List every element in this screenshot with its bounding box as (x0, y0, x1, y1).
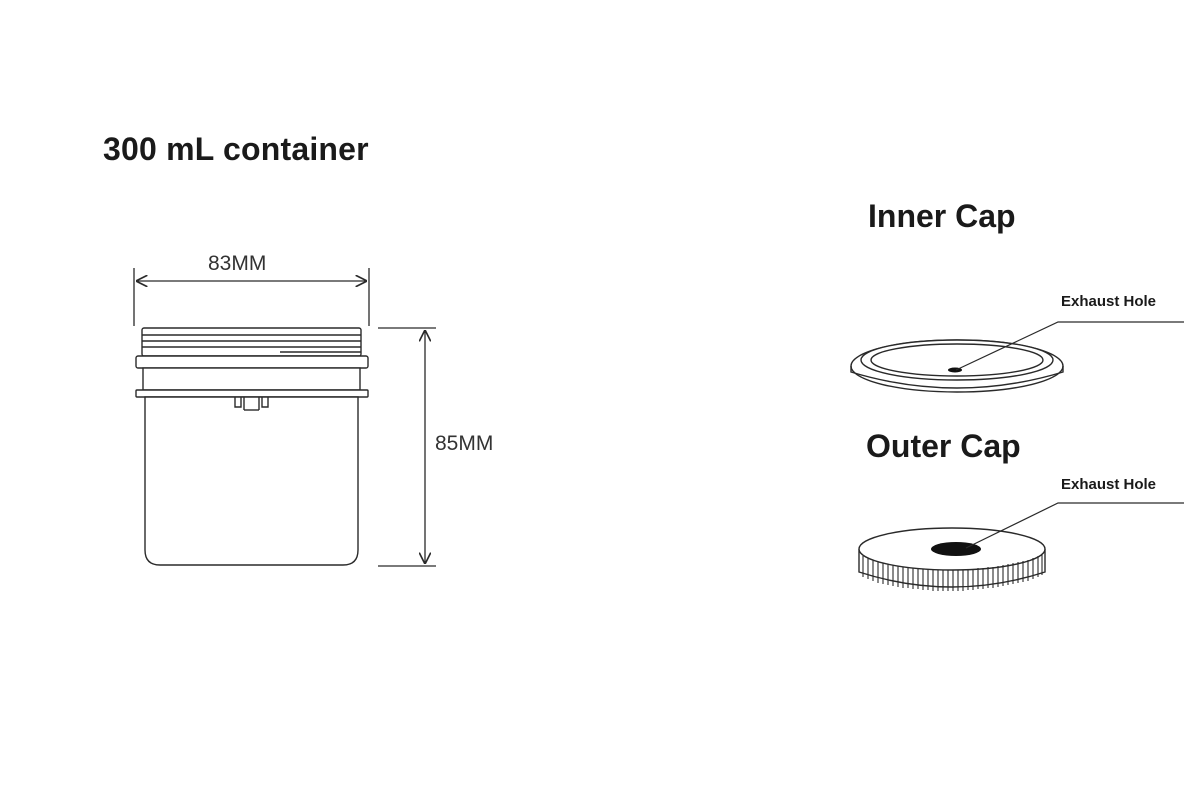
outer-cap-drawing (858, 527, 1046, 591)
inner-cap-exhaust-hole-label: Exhaust Hole (1061, 293, 1157, 310)
outer-cap-callout-line (965, 502, 1184, 549)
page-title: 300 mL container (103, 131, 369, 167)
height-dimension (378, 327, 436, 567)
height-dimension-label: 85MM (435, 432, 494, 455)
inner-cap-drawing (850, 339, 1064, 393)
container-jar (135, 327, 369, 566)
outer-cap-exhaust-hole-label: Exhaust Hole (1061, 476, 1157, 493)
width-dimension (133, 268, 370, 326)
outer-cap-title: Outer Cap (866, 428, 1021, 464)
inner-cap-callout-line (955, 321, 1184, 371)
width-dimension-label: 83MM (208, 252, 267, 275)
inner-cap-title: Inner Cap (868, 198, 1016, 234)
